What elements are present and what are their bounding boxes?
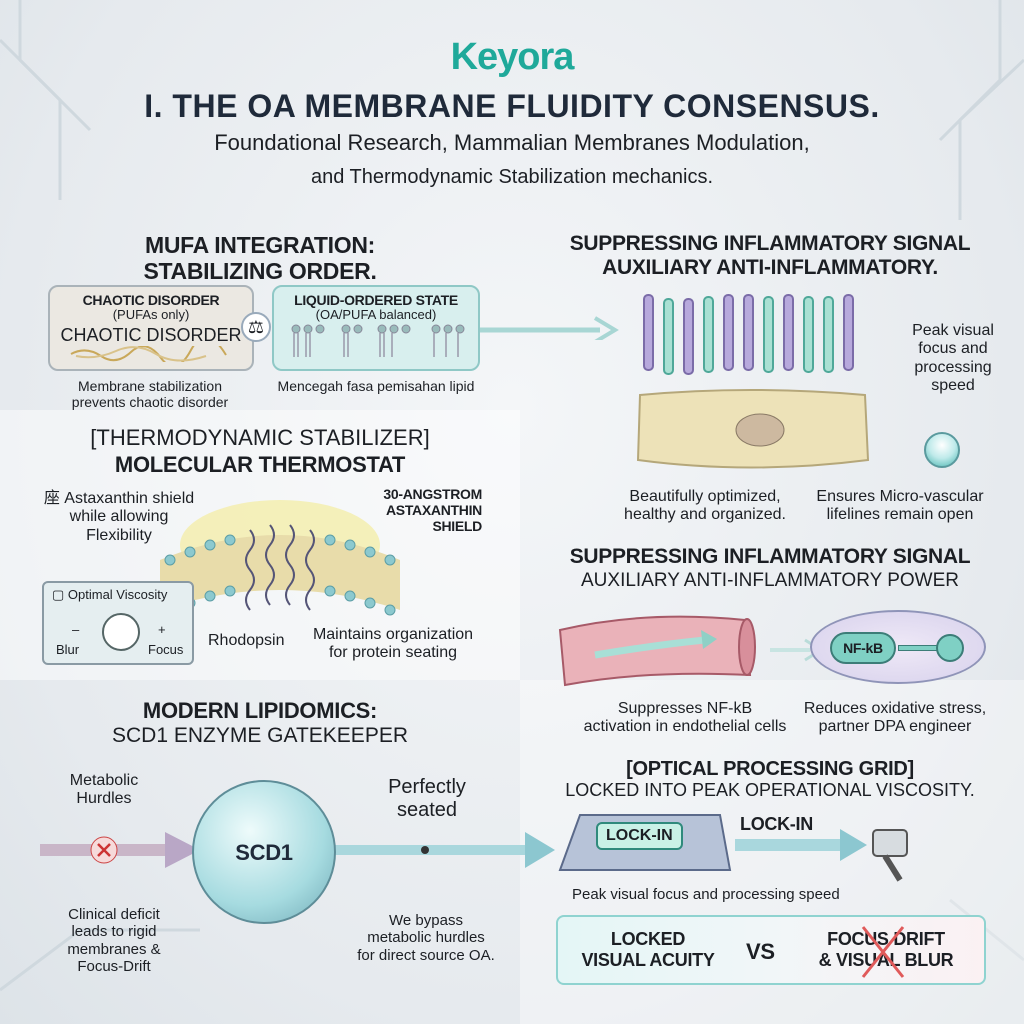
subtitle-line-1: Foundational Research, Mammalian Membran…	[214, 130, 810, 155]
mufa-heading: MUFA INTEGRATION:STABILIZING ORDER.	[143, 232, 377, 285]
viscosity-dial-panel: ▢ Optimal Viscosity – + Blur Focus	[42, 581, 194, 665]
key-icon	[898, 645, 938, 651]
page-title: I. THE OA MEMBRANE FLUIDITY CONSENSUS.	[144, 88, 880, 124]
focus-label: Focus	[148, 642, 184, 657]
ordered-caption: Mencegah fasa pemisahan lipid	[277, 378, 475, 394]
liquid-ordered-box: LIQUID-ORDERED STATE (OA/PUFA balanced)	[272, 285, 480, 371]
ordered-lipids-icon	[291, 324, 465, 358]
lipid-bilayer	[160, 535, 400, 610]
optimized-caption: Beautifully optimized,healthy and organi…	[624, 488, 786, 524]
tangled-lipid-icon	[70, 335, 227, 367]
subtitle-line-2: and Thermodynamic Stabilization mechanic…	[310, 166, 714, 188]
rhodopsin-label: Rhodopsin	[208, 632, 285, 649]
focus-orb-icon	[924, 432, 960, 468]
plus-sign: +	[158, 622, 166, 637]
scd1-enzyme: SCD1	[192, 780, 336, 924]
lipidomics-subheading: SCD1 ENZYME GATEKEEPER	[111, 724, 408, 747]
lipidomics-heading: MODERN LIPIDOMICS:	[142, 698, 378, 723]
cross-out-icon	[861, 926, 905, 978]
scales-icon: ⚖	[241, 312, 271, 342]
reduces-caption: Reduces oxidative stress,partner DPA eng…	[803, 700, 987, 736]
optical-subheading: LOCKED INTO PEAK OPERATIONAL VISCOSITY.	[565, 780, 975, 800]
nfkb-complex: NF-kB	[830, 632, 896, 664]
logo: Keyora	[450, 36, 575, 78]
inflam-subheading: AUXILIARY ANTI-INFLAMMATORY POWER	[581, 570, 959, 591]
chaotic-disorder-box: CHAOTIC DISORDER (PUFAs only) CHAOTIC DI…	[48, 285, 254, 371]
vs-label: VS	[746, 939, 775, 964]
nfkb-cell: NF-kB	[810, 610, 986, 684]
lock-in-label: LOCK-IN	[740, 814, 813, 834]
blood-vessel-illustration	[558, 615, 824, 687]
lock-in-badge: LOCK-IN	[596, 822, 683, 850]
minus-sign: –	[72, 622, 80, 637]
blur-label: Blur	[56, 642, 80, 657]
focus-drift: FOCUS DRIFT& VISUAL BLUR	[818, 929, 954, 970]
piston-icon	[872, 829, 908, 882]
thermo-heading: MOLECULAR THERMOSTAT	[114, 452, 406, 477]
inflam-heading: SUPPRESSING INFLAMMATORY SIGNAL	[569, 545, 971, 568]
rhodopsin-protein	[245, 524, 315, 611]
arrow-to-retina	[480, 316, 619, 340]
membrane-illustration	[160, 500, 400, 616]
viscosity-knob[interactable]	[102, 613, 140, 651]
photoreceptor-cells	[636, 294, 870, 469]
optimal-viscosity-label: ▢ Optimal Viscosity	[52, 587, 168, 602]
optical-caption: Peak visual focus and processing speed	[572, 886, 840, 903]
optical-heading: [OPTICAL PROCESSING GRID]	[626, 758, 914, 780]
thermo-bracket-heading: [THERMODYNAMIC STABILIZER]	[90, 425, 430, 450]
flow-arrow	[40, 832, 555, 868]
blocked-x-icon	[97, 843, 111, 857]
